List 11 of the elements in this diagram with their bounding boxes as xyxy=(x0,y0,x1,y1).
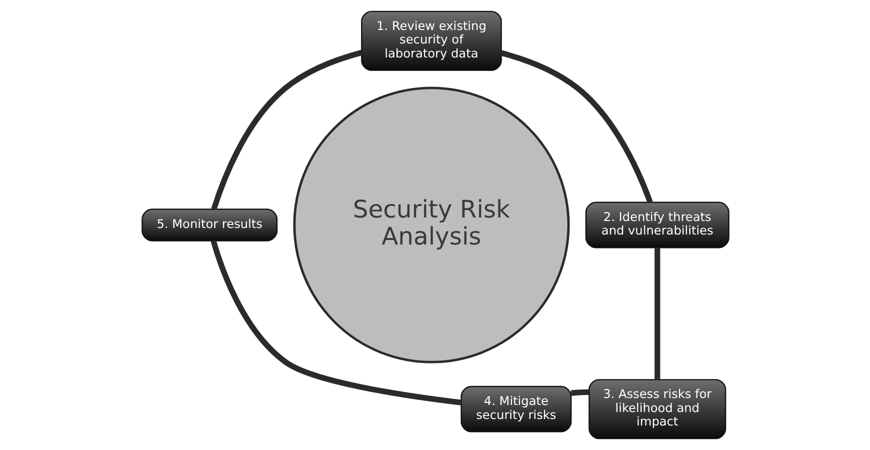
connector xyxy=(654,248,660,380)
node-box: 5. Monitor results xyxy=(141,208,278,242)
node-box: 3. Assess risks for likelihood and impact xyxy=(588,379,726,440)
node-box: 1. Review existing security of laboratory data xyxy=(360,10,502,71)
connector xyxy=(570,389,588,396)
node-box: 2. Identify threats and vulnerabilities xyxy=(584,202,729,248)
node-box: 4. Mitigate security risks xyxy=(460,386,572,432)
node-circle: Security Risk Analysis xyxy=(292,86,570,364)
connector xyxy=(210,50,362,210)
connector xyxy=(210,240,461,406)
connector xyxy=(500,50,652,204)
